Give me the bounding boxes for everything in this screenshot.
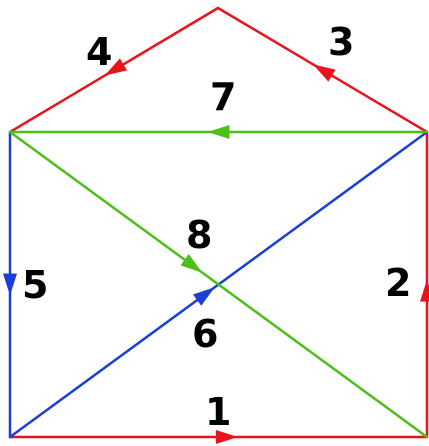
edge-1-arrow-icon (215, 430, 238, 444)
edge-label-3: 3 (328, 20, 354, 64)
edge-label-8: 8 (186, 213, 212, 257)
edge-8-line (8, 130, 429, 439)
edge-label-5: 5 (22, 263, 48, 307)
edge-4-arrow-icon (104, 58, 128, 76)
edge-6-arrow-icon (192, 287, 215, 306)
edge-3-arrow-icon (313, 64, 336, 82)
edge-2-arrow-icon (420, 279, 429, 302)
edge-label-7: 7 (210, 75, 236, 119)
edge-5-arrow-icon (3, 273, 17, 296)
edge-8-arrow-icon (180, 254, 203, 273)
edge-label-4: 4 (86, 30, 112, 74)
edge-label-2: 2 (385, 261, 411, 305)
edge-7-arrow-icon (207, 125, 230, 139)
edge-label-1: 1 (205, 390, 231, 434)
edge-arrows (3, 58, 429, 444)
edge-lines (8, 6, 429, 439)
edge-label-6: 6 (192, 312, 218, 356)
